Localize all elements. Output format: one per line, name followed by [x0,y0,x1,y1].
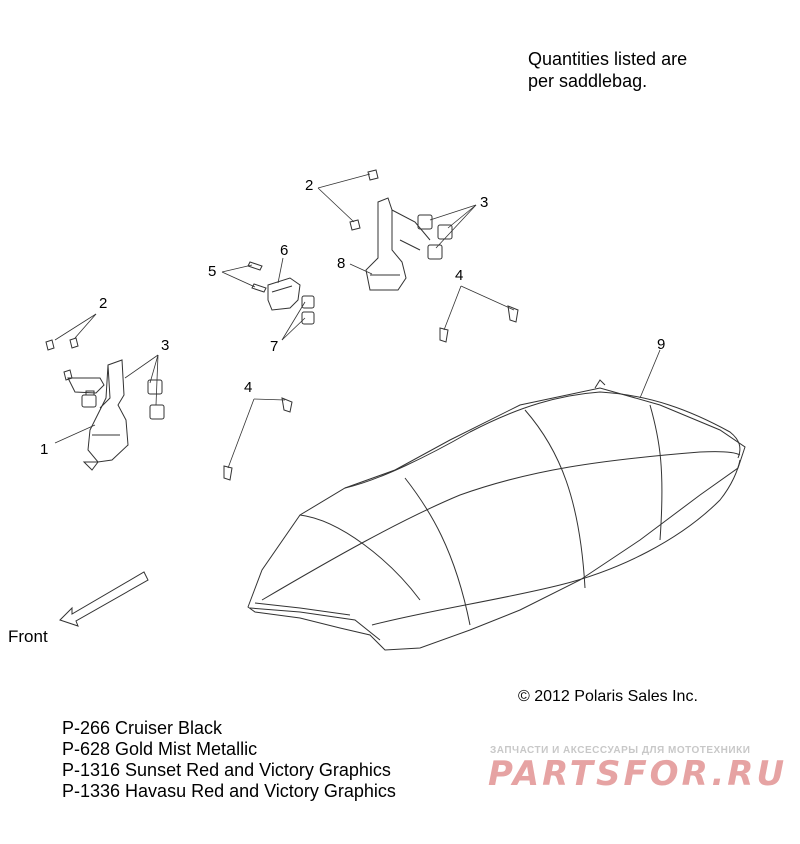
callout-1: 1 [40,441,48,458]
callout-7: 7 [270,338,278,355]
callout-9: 9 [657,336,665,353]
bolts-5 [247,261,267,293]
quantity-note: Quantities listed are per saddlebag. [528,48,687,92]
saddlebag-shell [247,379,746,651]
front-arrow [59,571,149,627]
paint-legend: P-266 Cruiser Black P-628 Gold Mist Meta… [62,718,396,802]
front-label: Front [8,627,48,646]
copyright: © 2012 Polaris Sales Inc. [518,688,698,705]
callout-3-left: 3 [161,337,169,354]
quantity-note-line-1: Quantities listed are [528,49,688,69]
callout-numbers: 2 3 1 2 3 5 6 7 8 4 4 9 [40,177,665,458]
bracket-8 [365,197,431,291]
clips-7 [301,295,315,325]
bracket-6 [267,277,301,311]
callout-4-right: 4 [455,267,463,284]
callout-4-left: 4 [244,379,252,396]
callout-2-right: 2 [305,177,313,194]
watermark-subtitle: ЗАПЧАСТИ И АКСЕССУАРЫ ДЛЯ МОТОТЕХНИКИ [490,745,751,756]
callout-6: 6 [280,242,288,259]
quantity-note-line-2: per saddlebag. [528,71,648,91]
bracket-1 [67,359,129,471]
screws-2-right [349,169,379,231]
callout-3-right: 3 [480,194,488,211]
leader-lines [54,173,661,469]
callout-2-left: 2 [99,295,107,312]
screws-4 [223,305,519,481]
callout-5: 5 [208,263,216,280]
clips-3-left [81,379,165,420]
watermark-logo: PARTSFOR.RU [488,754,788,794]
callout-8: 8 [337,255,345,272]
legend-item: P-1316 Sunset Red and Victory Graphics [62,760,391,780]
legend-item: P-266 Cruiser Black [62,718,223,738]
legend-item: P-628 Gold Mist Metallic [62,739,258,759]
clips-3-right [417,214,453,260]
screws-2-left [45,337,79,381]
legend-item: P-1336 Havasu Red and Victory Graphics [62,781,396,801]
